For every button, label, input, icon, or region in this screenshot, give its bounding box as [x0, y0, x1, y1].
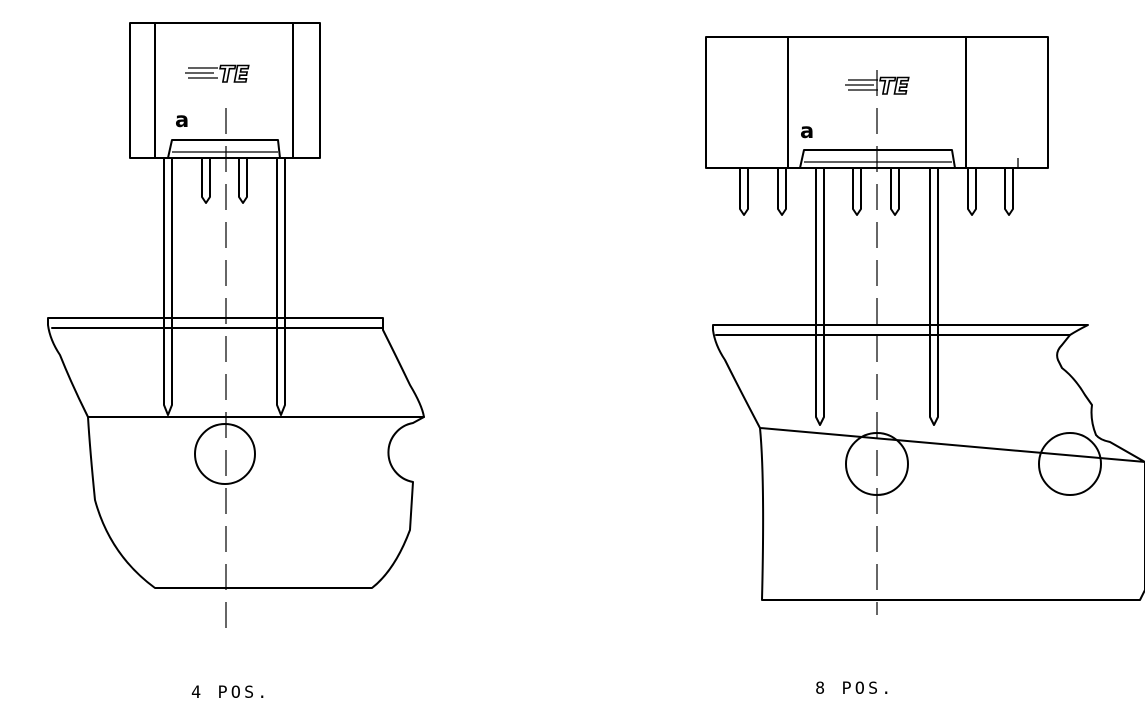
svg-text:TE: TE: [219, 63, 249, 88]
mounting-hole: [1038, 432, 1102, 496]
te-logo-icon: TE: [845, 74, 910, 101]
view-4-pos: TE a 4 POS.: [47, 22, 425, 703]
short-pins-4-pos: [201, 157, 248, 204]
mounting-hole: [194, 423, 256, 485]
pcb-board-4-pos: [47, 317, 425, 589]
label-4-pos: 4 POS.: [191, 683, 270, 703]
long-pins-8-pos: [815, 167, 939, 426]
marking-a: a: [800, 119, 814, 143]
view-8-pos: TE a 8 POS.: [705, 36, 1145, 699]
long-pins-4-pos: [163, 157, 286, 416]
svg-text:TE: TE: [879, 75, 909, 100]
label-8-pos: 8 POS.: [815, 679, 894, 699]
pcb-board-8-pos: [712, 324, 1145, 601]
connector-housing-4-pos: TE a: [129, 22, 321, 159]
te-logo-icon: TE: [185, 62, 250, 89]
short-pins-8-pos: [739, 167, 1014, 216]
marking-a: a: [175, 108, 189, 132]
connector-housing-8-pos: TE a: [705, 36, 1049, 169]
